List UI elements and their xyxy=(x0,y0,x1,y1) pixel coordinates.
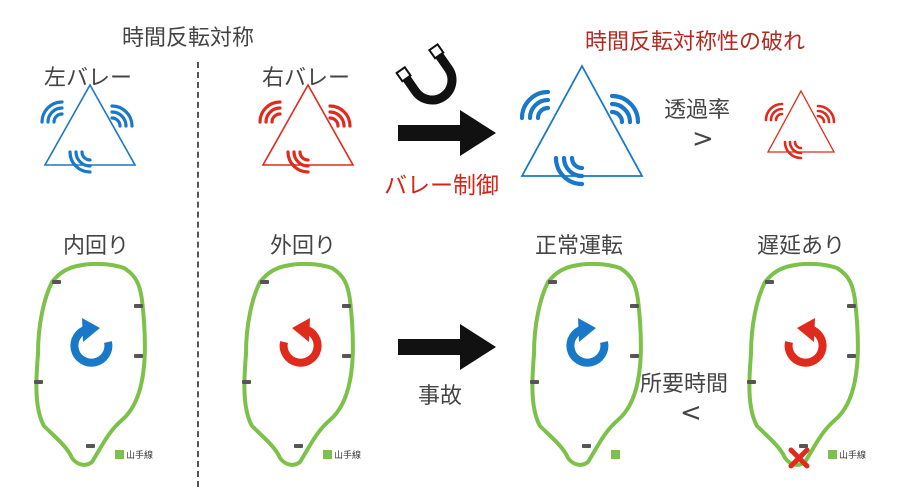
blue-triangle-large-icon xyxy=(519,64,644,187)
right-valley-triangle-icon xyxy=(258,83,355,174)
valley-control-label: バレー制御 xyxy=(384,173,499,199)
yamanote-map-delayed: 山手線 xyxy=(747,261,866,469)
transmittance-label: 透過率 xyxy=(664,98,731,123)
line-legend-text: 山手線 xyxy=(839,449,866,461)
heading-time-reversal-symmetry: 時間反転対称 xyxy=(122,26,255,51)
yamanote-map-normal xyxy=(530,261,643,467)
line-legend-swatch xyxy=(611,450,620,459)
section-divider xyxy=(197,62,199,487)
outer-loop-label: 外回り xyxy=(270,234,337,259)
inner-loop-label: 内回り xyxy=(63,234,130,259)
right-arrow-icon xyxy=(398,110,496,156)
travel-time-label: 所要時間 xyxy=(640,372,729,397)
right-valley-label: 右バレー xyxy=(262,66,351,91)
left-valley-label: 左バレー xyxy=(44,66,133,91)
heading-symmetry-breaking: 時間反転対称性の破れ xyxy=(585,30,806,55)
line-legend-text: 山手線 xyxy=(126,449,153,461)
line-legend-swatch xyxy=(828,450,837,459)
delayed-label: 遅延あり xyxy=(757,234,846,259)
line-legend-swatch xyxy=(323,450,332,459)
right-arrow-icon xyxy=(398,324,496,370)
normal-operation-label: 正常運転 xyxy=(535,234,624,259)
yamanote-map-outer: 山手線 xyxy=(242,261,361,467)
red-triangle-small-icon xyxy=(764,89,836,160)
counterclockwise-arrow-icon xyxy=(70,318,113,367)
magnet-icon xyxy=(395,42,457,105)
greater-than-sign: > xyxy=(692,124,714,154)
left-valley-triangle-icon xyxy=(40,83,137,174)
accident-label: 事故 xyxy=(418,384,463,409)
less-than-sign: < xyxy=(680,398,702,428)
yamanote-map-inner: 山手線 xyxy=(34,261,153,467)
line-legend-text: 山手線 xyxy=(334,449,361,461)
clockwise-arrow-icon xyxy=(279,318,322,367)
clockwise-arrow-icon xyxy=(784,318,827,367)
counterclockwise-arrow-icon xyxy=(566,318,609,367)
cross-icon xyxy=(788,447,810,469)
line-legend-swatch xyxy=(115,450,124,459)
